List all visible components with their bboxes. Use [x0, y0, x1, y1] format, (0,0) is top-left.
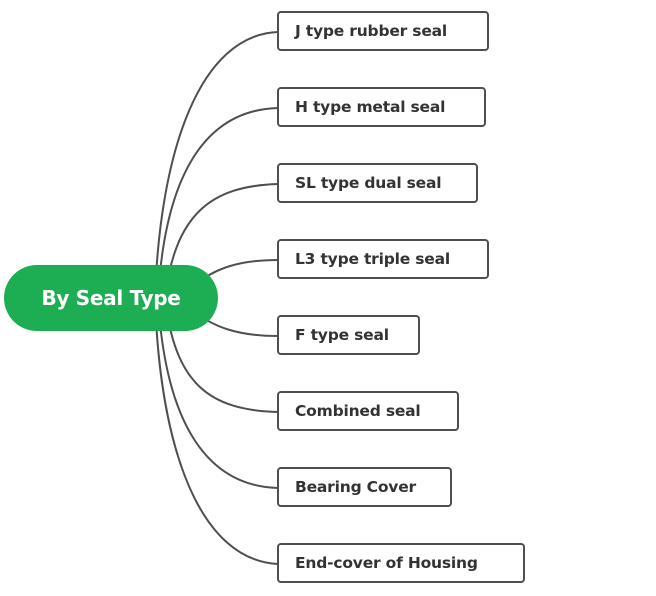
- connector-line-j-type: [154, 31, 279, 299]
- root-node-label: By Seal Type: [41, 286, 181, 310]
- branch-node-end-cover-of-housing[interactable]: End-cover of Housing: [277, 543, 525, 583]
- connector-line-end-cover: [154, 297, 279, 565]
- branch-node-label: F type seal: [295, 326, 389, 344]
- root-node[interactable]: By Seal Type: [4, 265, 218, 331]
- branch-node-label: Combined seal: [295, 402, 421, 420]
- branch-node-j-type-rubber-seal[interactable]: J type rubber seal: [277, 11, 489, 51]
- branch-node-bearing-cover[interactable]: Bearing Cover: [277, 467, 452, 507]
- branch-node-h-type-metal-seal[interactable]: H type metal seal: [277, 87, 486, 127]
- branch-node-f-type-seal[interactable]: F type seal: [277, 315, 420, 355]
- branch-node-label: SL type dual seal: [295, 174, 442, 192]
- branch-node-combined-seal[interactable]: Combined seal: [277, 391, 459, 431]
- branch-node-l3-type-triple-seal[interactable]: L3 type triple seal: [277, 239, 489, 279]
- branch-node-sl-type-dual-seal[interactable]: SL type dual seal: [277, 163, 478, 203]
- branch-node-label: End-cover of Housing: [295, 554, 478, 572]
- branch-node-label: H type metal seal: [295, 98, 446, 116]
- branch-node-label: J type rubber seal: [295, 22, 448, 40]
- connector-line-bearing-cover: [157, 297, 279, 489]
- connector-line-h-type: [157, 107, 279, 299]
- branch-node-label: L3 type triple seal: [295, 250, 450, 268]
- branch-node-label: Bearing Cover: [295, 478, 416, 496]
